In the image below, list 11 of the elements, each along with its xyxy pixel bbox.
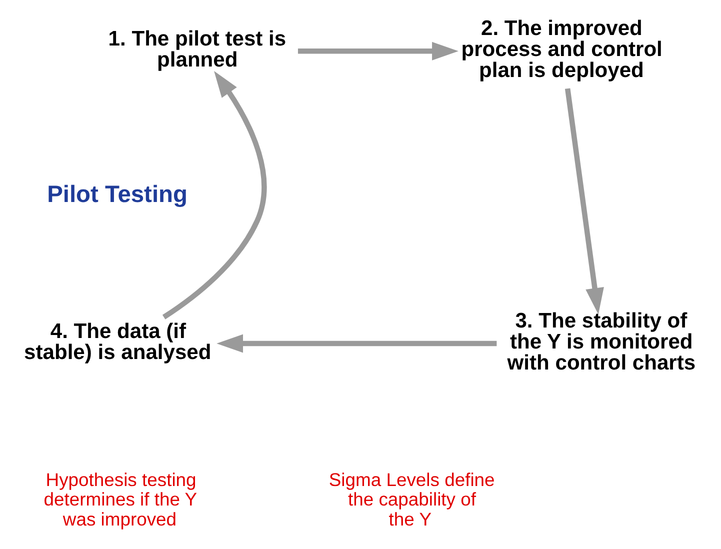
label: Sigma Levels define the capability of the Y — [328, 468, 495, 529]
node-text: 2. The improved process and control plan is deployed — [461, 16, 662, 82]
node-text: 3. The stability of the Y is monitored with control charts — [507, 308, 696, 374]
node-text: 1. The pilot test is planned — [108, 27, 286, 72]
arrow — [298, 41, 458, 60]
label: Hypothesis testing determines if the Y was improved — [44, 468, 198, 529]
label: Pilot Testing — [47, 181, 188, 208]
arrow — [564, 88, 604, 314]
node-text: 4. The data (if stable) is analysed — [24, 319, 212, 364]
arrow — [162, 70, 267, 319]
arrow — [216, 334, 497, 352]
